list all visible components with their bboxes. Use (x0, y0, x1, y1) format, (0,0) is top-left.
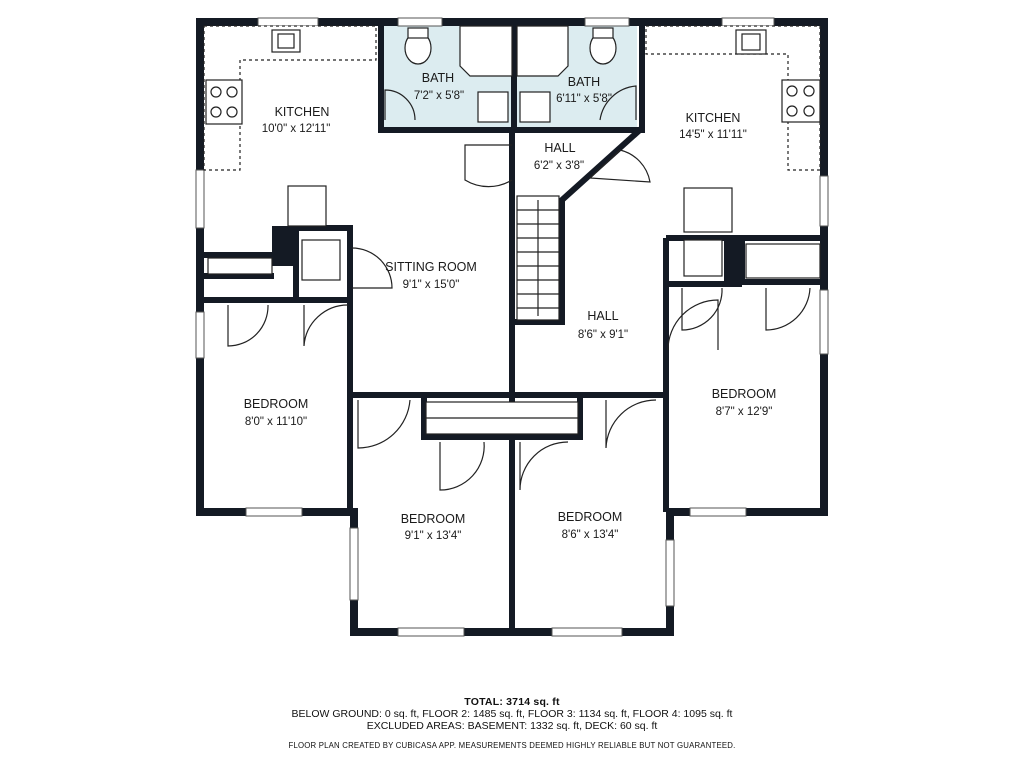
room-name-kitchen-right: KITCHEN (686, 111, 741, 125)
room-name-hall-small: HALL (544, 141, 575, 155)
room-name-hall-large: HALL (587, 309, 618, 323)
room-name-bedroom-right: BEDROOM (712, 387, 777, 401)
room-name-bedroom-center-right: BEDROOM (558, 510, 623, 524)
room-name-bedroom-left: BEDROOM (244, 397, 309, 411)
room-size-hall-small: 6'2" x 3'8" (534, 160, 584, 172)
windows (195, 17, 829, 637)
doors (227, 85, 811, 491)
room-name-kitchen-left: KITCHEN (275, 105, 330, 119)
total-area: TOTAL: 3714 sq. ft (464, 696, 560, 708)
disclaimer-credit: FLOOR PLAN CREATED BY CUBICASA APP. MEAS… (288, 741, 736, 750)
room-size-bedroom-center-left: 9'1" x 13'4" (405, 530, 462, 542)
room-name-sitting-room: SITTING ROOM (385, 260, 477, 274)
room-name-bath-left: BATH (422, 71, 454, 85)
room-size-kitchen-left: 10'0" x 12'11" (262, 123, 331, 135)
chimney-left (272, 226, 296, 266)
chimney-right (724, 236, 744, 284)
room-size-sitting-room: 9'1" x 15'0" (403, 279, 460, 291)
room-size-bedroom-right: 8'7" x 12'9" (716, 406, 773, 418)
room-size-hall-large: 8'6" x 9'1" (578, 329, 628, 341)
room-size-bath-left: 7'2" x 5'8" (414, 90, 464, 102)
room-size-bath-right: 6'11" x 5'8" (556, 93, 612, 105)
room-name-bedroom-center-left: BEDROOM (401, 512, 466, 526)
room-size-kitchen-right: 14'5" x 11'11" (679, 129, 747, 141)
floor-areas-summary: BELOW GROUND: 0 sq. ft, FLOOR 2: 1485 sq… (291, 708, 733, 720)
room-labels: KITCHEN 10'0" x 12'11" BATH 7'2" x 5'8" … (244, 71, 777, 542)
room-size-bedroom-center-right: 8'6" x 13'4" (562, 529, 619, 541)
excluded-areas: EXCLUDED AREAS: BASEMENT: 1332 sq. ft, D… (366, 720, 658, 732)
room-size-bedroom-left: 8'0" x 11'10" (245, 416, 307, 428)
fixtures (203, 25, 821, 435)
room-name-bath-right: BATH (568, 75, 600, 89)
